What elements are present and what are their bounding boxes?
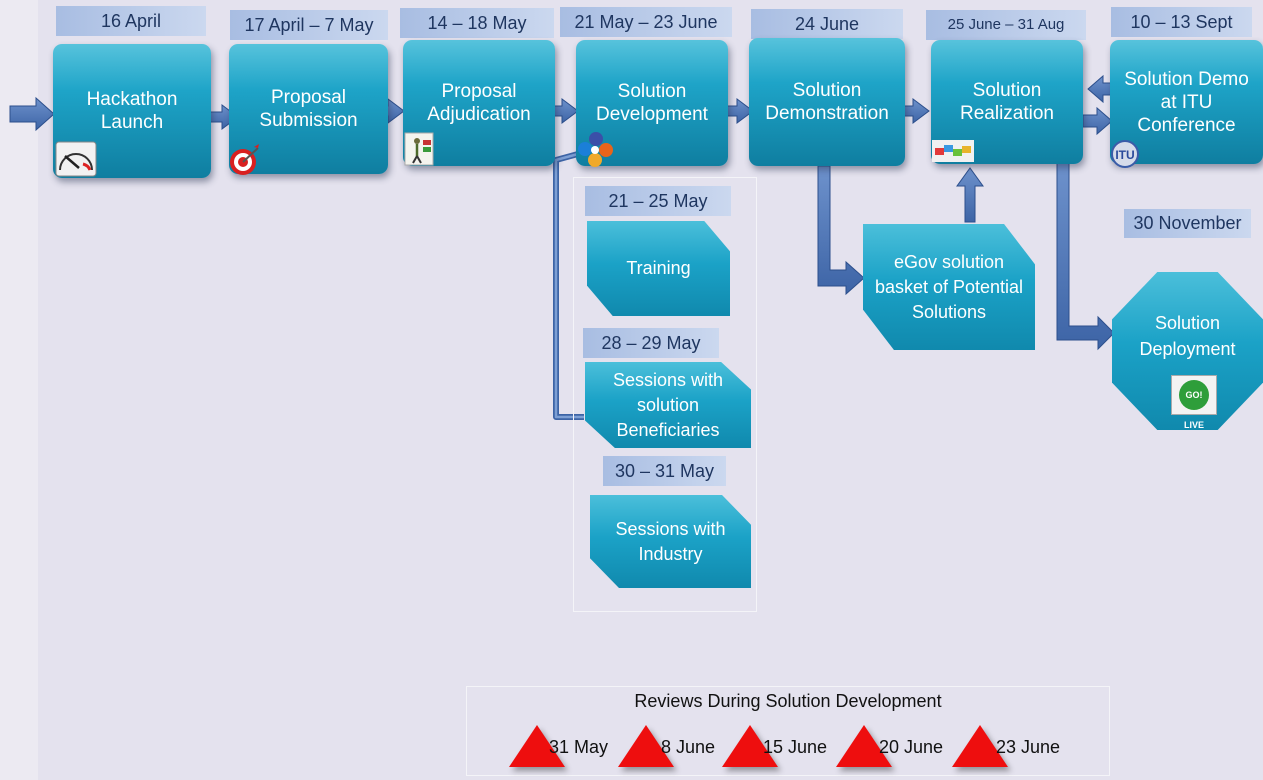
presenter-icon [404,132,434,166]
activity-date-beneficiaries: 28 – 29 May [583,328,719,358]
arrow-demonstration-to-basket [817,165,865,296]
review-date: 23 June [996,737,1061,757]
stage-date-development: 21 May – 23 June [560,7,732,37]
stage-solution-demonstration: Solution Demonstration [749,38,905,166]
development-activities-frame [573,177,757,612]
reviews-panel: Reviews During Solution Development 31 M… [466,686,1110,776]
building-blocks-icon [932,140,974,162]
reviews-title: Reviews During Solution Development [634,691,942,711]
speedometer-icon [55,141,97,177]
stage-date-demonstration: 24 June [751,9,903,39]
stage-label: Hackathon Launch [86,89,178,133]
egov-basket-label: eGov solution basket of Potential Soluti… [874,251,1024,322]
review-date: 15 June [763,737,828,757]
stage-date-realization: 25 June – 31 Aug [926,10,1086,40]
deployment-label: Solution Deployment [1139,313,1236,359]
activity-training: Training [587,221,730,316]
stage-label: Proposal Submission [259,87,358,131]
review-marker [836,725,892,767]
activity-date-training: 21 – 25 May [585,186,731,216]
stage-date-launch: 16 April [56,6,206,36]
stage-label: Solution Realization [960,80,1054,124]
arrow-realization-to-demo [1082,106,1113,136]
arrow-into-launch [9,96,55,132]
stage-label: Proposal Adjudication [427,81,531,125]
review-date: 8 June [661,737,716,757]
stage-label: Solution Demonstration [765,80,889,124]
activity-sessions-beneficiaries: Sessions with solution Beneficiaries [585,362,751,448]
arrow-demonstration-to-realization [900,98,930,124]
stage-itu-conference-demo: Solution Demo at ITU Conference [1110,40,1263,164]
activity-label: Sessions with Industry [615,518,726,564]
review-marker [722,725,778,767]
activity-sessions-industry: Sessions with Industry [590,495,751,588]
svg-text:ITU: ITU [1115,148,1134,162]
go-live-badge: GO! LIVE [1179,380,1209,430]
egov-solution-basket: eGov solution basket of Potential Soluti… [863,224,1035,350]
stage-label: Solution Demo at ITU Conference [1124,68,1249,136]
stage-date-adjudication: 14 – 18 May [400,8,554,38]
review-marker [618,725,674,767]
stage-date-submission: 17 April – 7 May [230,10,388,40]
stage-proposal-submission: Proposal Submission [229,44,388,174]
stage-label: Solution Development [596,81,708,125]
review-marker [952,725,1008,767]
arrow-realization-to-deployment [1056,161,1115,351]
itu-logo-icon: ITU [1111,140,1139,168]
stage-solution-development: Solution Development [576,40,728,166]
review-date: 31 May [549,737,609,757]
go-live-icon: GO! LIVE [1171,375,1217,430]
review-date: 20 June [879,737,944,757]
review-marker [509,725,565,767]
activity-date-industry: 30 – 31 May [603,456,726,486]
stage-date-itu-demo: 10 – 13 Sept [1111,7,1252,37]
deployment-date: 30 November [1124,209,1251,238]
activity-label: Sessions with solution Beneficiaries [612,369,724,440]
left-margin-strip [0,0,38,780]
activity-label: Training [626,258,691,278]
arrow-basket-to-realization [956,167,984,223]
target-icon [230,144,259,175]
app-cluster-icon [578,132,613,167]
